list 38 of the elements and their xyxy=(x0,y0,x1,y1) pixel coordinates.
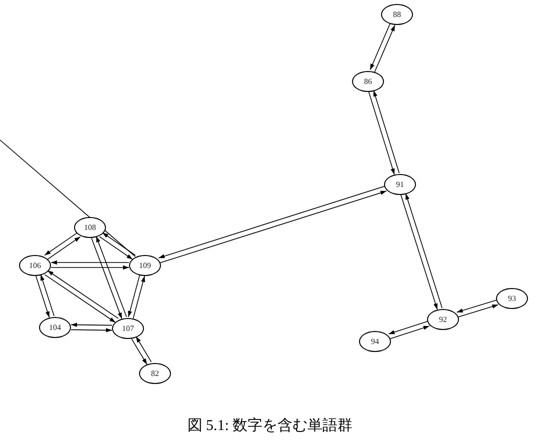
arrow xyxy=(368,92,395,175)
arrow xyxy=(374,24,396,72)
arrow xyxy=(132,276,146,319)
node-ellipse: 94 xyxy=(359,330,391,352)
arrow xyxy=(128,274,140,318)
node-ellipse: 92 xyxy=(427,308,459,330)
arrow xyxy=(136,336,152,362)
arrow xyxy=(131,338,148,365)
arrow xyxy=(458,304,499,318)
node-ellipse: 104 xyxy=(39,316,71,338)
node-ellipse: 108 xyxy=(74,216,106,238)
arrow xyxy=(70,328,112,332)
node-ellipse: 86 xyxy=(352,70,384,92)
arrow xyxy=(456,300,498,313)
line xyxy=(0,140,136,257)
node-ellipse: 93 xyxy=(496,288,528,308)
node-ellipse: 88 xyxy=(381,4,413,24)
node-ellipse: 106 xyxy=(19,254,51,276)
arrow xyxy=(388,320,428,334)
arrow xyxy=(40,274,54,316)
node-ellipse: 91 xyxy=(384,174,416,194)
arrow xyxy=(370,22,391,70)
arrow xyxy=(50,265,130,270)
arrow xyxy=(99,236,133,260)
node-ellipse: 107 xyxy=(112,318,144,338)
arrow xyxy=(44,232,78,256)
node-ellipse: 109 xyxy=(129,254,161,276)
arrow xyxy=(91,238,122,320)
arrow xyxy=(96,236,127,318)
arrow xyxy=(373,90,400,174)
arrow xyxy=(36,276,50,318)
arrow xyxy=(390,326,430,340)
arrow xyxy=(50,260,130,265)
arrow xyxy=(47,236,81,260)
arrow xyxy=(70,322,112,327)
arrow xyxy=(102,232,136,256)
node-ellipse: 82 xyxy=(139,362,171,384)
figure-caption: 図 5.1: 数字を含む単語群 xyxy=(187,418,353,434)
